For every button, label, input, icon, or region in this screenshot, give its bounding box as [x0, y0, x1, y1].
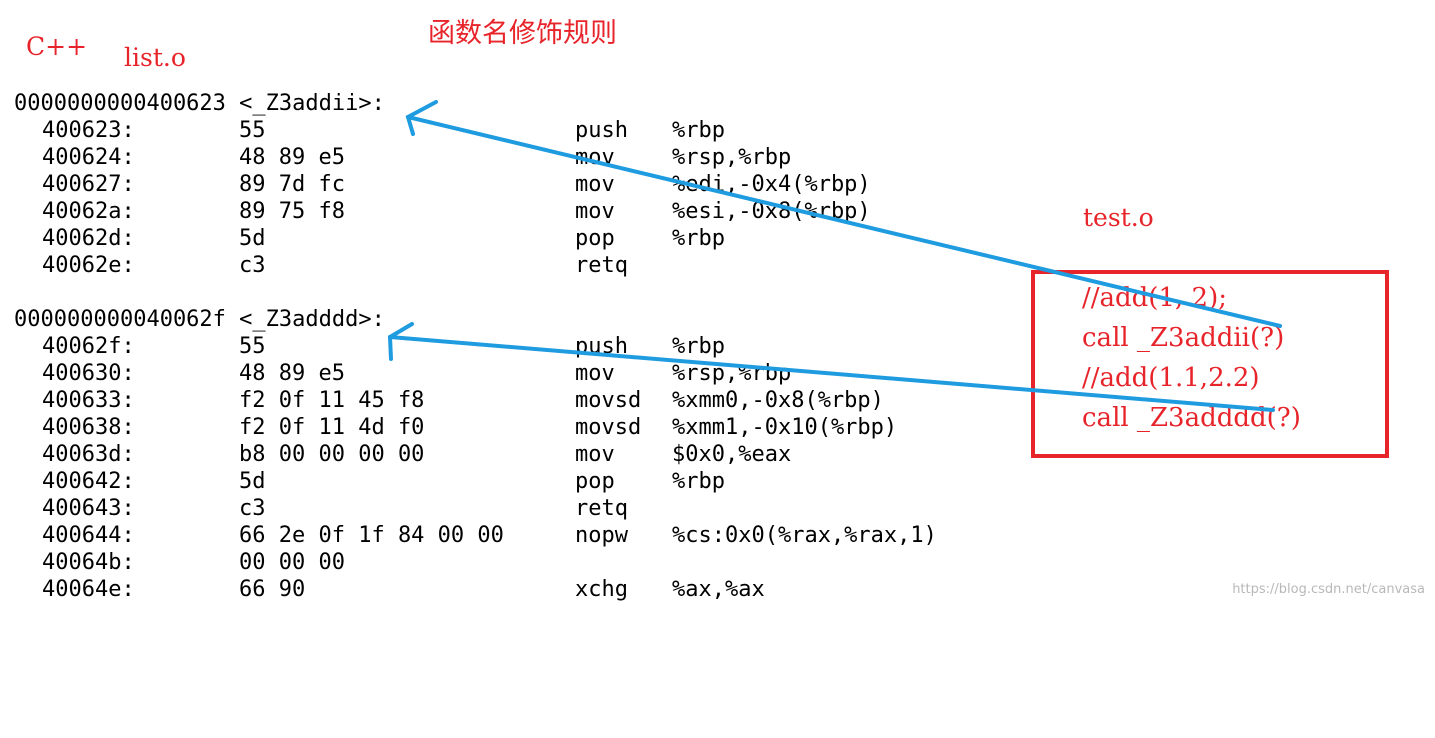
asm-mnemonic: movsd [575, 415, 642, 440]
asm-bytes: 55 [239, 334, 266, 359]
arrow-adddd-head [387, 322, 414, 361]
arrow-adddd-link [388, 335, 1275, 412]
watermark: https://blog.csdn.net/canvasa [1232, 582, 1425, 597]
asm-bytes: 66 90 [239, 577, 306, 602]
asm-address: 40062f: [42, 334, 135, 359]
asm-line: 400643: c3 retq [0, 495, 1000, 522]
asm-address: 40064e: [42, 577, 135, 602]
asm-bytes: 48 89 e5 [239, 361, 345, 386]
asm-line: 40062d: 5d pop %rbp [0, 225, 1000, 252]
asm-operands: %xmm0,-0x8(%rbp) [672, 388, 884, 413]
asm-bytes: b8 00 00 00 00 [239, 442, 425, 467]
asm-address: 400630: [42, 361, 135, 386]
asm-line: 40062f: 55 push %rbp [0, 333, 1000, 360]
asm-line: 400638: f2 0f 11 4d f0 movsd %xmm1,-0x10… [0, 414, 1000, 441]
asm-line: 40064e: 66 90 xchg %ax,%ax [0, 576, 1000, 603]
asm-mnemonic: retq [575, 496, 628, 521]
asm-line: 400642: 5d pop %rbp [0, 468, 1000, 495]
asm-address: 400638: [42, 415, 135, 440]
test-call-box [1031, 270, 1389, 458]
asm-address: 400624: [42, 145, 135, 170]
test-comment-line: //add(1.1,2.2) [1082, 363, 1260, 393]
asm-operands: %cs:0x0(%rax,%rax,1) [672, 523, 937, 548]
asm-bytes: 5d [239, 226, 266, 251]
asm-line: 40063d: b8 00 00 00 00 mov $0x0,%eax [0, 441, 1000, 468]
asm-address: 400644: [42, 523, 135, 548]
asm-line: 400633: f2 0f 11 45 f8 movsd %xmm0,-0x8(… [0, 387, 1000, 414]
asm-address: 40063d: [42, 442, 135, 467]
asm-bytes: f2 0f 11 45 f8 [239, 388, 425, 413]
test-call-line: call _Z3addii(?) [1082, 323, 1285, 353]
asm-address: 400623: [42, 118, 135, 143]
arrow-addii-link [406, 115, 1282, 328]
function-header-text: 0000000000400623 <_Z3addii>: [14, 91, 385, 116]
asm-bytes: 00 00 00 [239, 550, 345, 575]
asm-operands: %edi,-0x4(%rbp) [672, 172, 871, 197]
asm-operands: %rsp,%rbp [672, 145, 792, 170]
asm-line: 40064b: 00 00 00 [0, 549, 1000, 576]
object-file-label: list.o [124, 43, 186, 72]
asm-address: 400627: [42, 172, 135, 197]
asm-operands: %rbp [672, 334, 725, 359]
asm-bytes: f2 0f 11 4d f0 [239, 415, 425, 440]
language-label: C++ [26, 32, 88, 61]
asm-bytes: 89 7d fc [239, 172, 345, 197]
asm-address: 40062e: [42, 253, 135, 278]
asm-bytes: 55 [239, 118, 266, 143]
asm-mnemonic: mov [575, 442, 615, 467]
asm-operands: %rbp [672, 226, 725, 251]
asm-line: 400644: 66 2e 0f 1f 84 00 00 nopw %cs:0x… [0, 522, 1000, 549]
asm-operands: %ax,%ax [672, 577, 765, 602]
asm-mnemonic: mov [575, 361, 615, 386]
asm-address: 40062d: [42, 226, 135, 251]
function-header: 000000000040062f <_Z3adddd>: [0, 306, 1000, 333]
asm-line: 400627: 89 7d fc mov %edi,-0x4(%rbp) [0, 171, 1000, 198]
asm-operands: %xmm1,-0x10(%rbp) [672, 415, 898, 440]
asm-line: 400623: 55 push %rbp [0, 117, 1000, 144]
asm-mnemonic: nopw [575, 523, 628, 548]
asm-operands: $0x0,%eax [672, 442, 792, 467]
asm-mnemonic: retq [575, 253, 628, 278]
asm-bytes: c3 [239, 496, 266, 521]
asm-mnemonic: pop [575, 469, 615, 494]
arrow-addii-head [405, 100, 438, 136]
function-header: 0000000000400623 <_Z3addii>: [0, 90, 1000, 117]
asm-line: 40062e: c3 retq [0, 252, 1000, 279]
asm-bytes: c3 [239, 253, 266, 278]
asm-address: 400642: [42, 469, 135, 494]
test-file-label: test.o [1083, 203, 1154, 232]
asm-bytes: 89 75 f8 [239, 199, 345, 224]
asm-mnemonic: push [575, 118, 628, 143]
diagram-title: 函数名修饰规则 [428, 18, 617, 49]
function-header-text: 000000000040062f <_Z3adddd>: [14, 307, 385, 332]
asm-address: 400633: [42, 388, 135, 413]
asm-mnemonic: mov [575, 172, 615, 197]
asm-mnemonic: mov [575, 199, 615, 224]
asm-bytes: 66 2e 0f 1f 84 00 00 [239, 523, 504, 548]
asm-mnemonic: xchg [575, 577, 628, 602]
link-arrows [387, 100, 1282, 412]
asm-address: 400643: [42, 496, 135, 521]
asm-mnemonic: pop [575, 226, 615, 251]
asm-operands: %rbp [672, 118, 725, 143]
asm-address: 40064b: [42, 550, 135, 575]
asm-operands: %rbp [672, 469, 725, 494]
asm-line: 400630: 48 89 e5 mov %rsp,%rbp [0, 360, 1000, 387]
asm-address: 40062a: [42, 199, 135, 224]
asm-mnemonic: movsd [575, 388, 642, 413]
asm-bytes: 5d [239, 469, 266, 494]
asm-bytes: 48 89 e5 [239, 145, 345, 170]
